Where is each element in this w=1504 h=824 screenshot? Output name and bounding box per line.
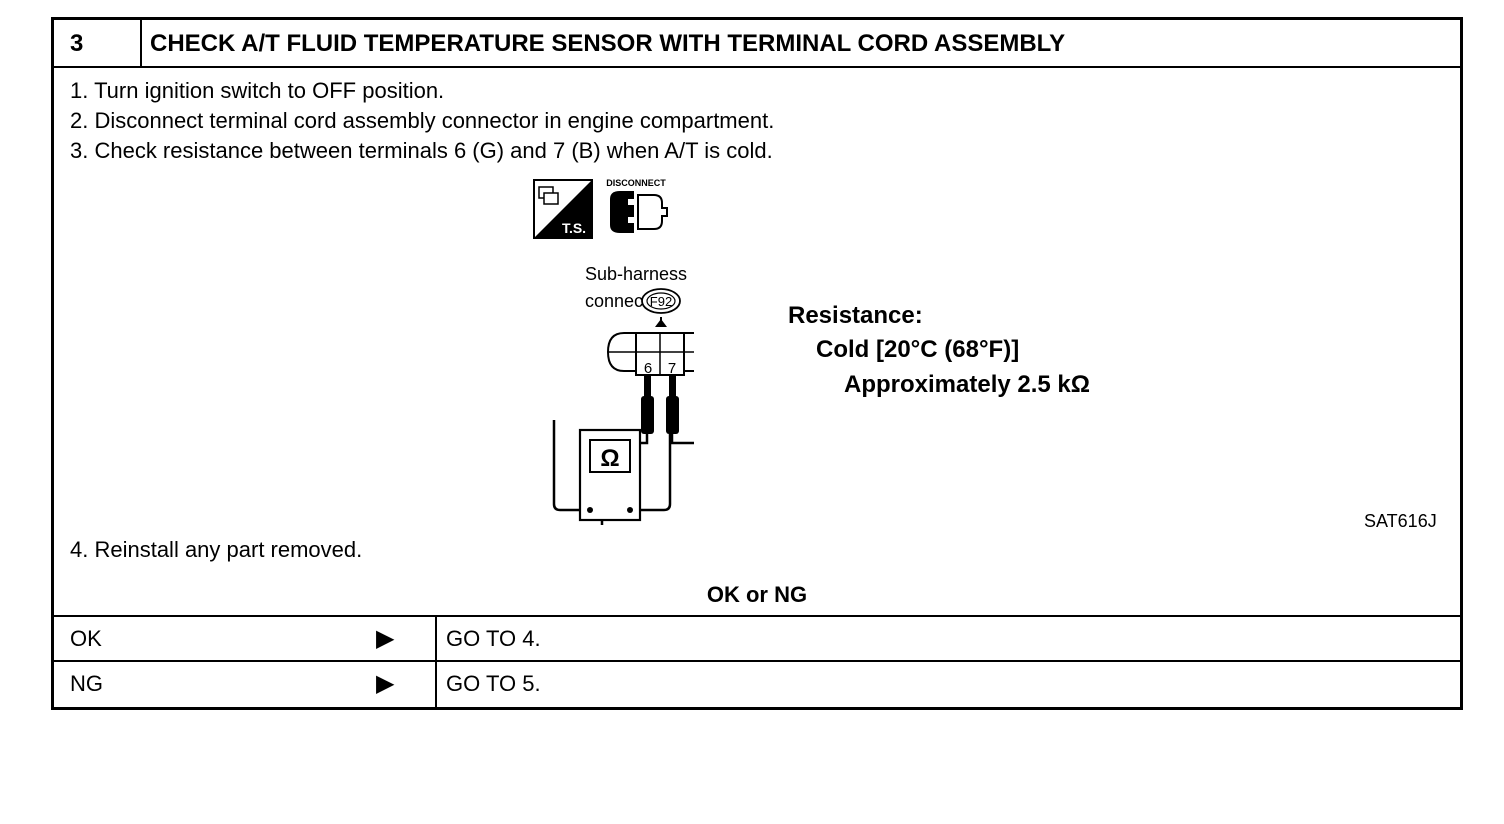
ohmmeter: Ω (552, 420, 672, 522)
resistance-condition: Cold [20°C (68°F)] (816, 336, 1020, 363)
header-divider (140, 20, 142, 66)
ts-icon: T.S. (533, 179, 593, 239)
ng-status: NG (70, 671, 103, 696)
ok-action: GO TO 4. (446, 626, 541, 651)
ok-status: OK (70, 626, 102, 651)
step-4: 4. Reinstall any part removed. (70, 537, 363, 562)
terminal-6: 6 (644, 360, 652, 377)
step-title: CHECK A/T FLUID TEMPERATURE SENSOR WITH … (150, 30, 1066, 57)
terminal-7: 7 (668, 360, 676, 377)
disconnect-icon: DISCONNECT (606, 178, 668, 233)
result-divider (435, 616, 437, 707)
disconnect-label: DISCONNECT (606, 178, 666, 188)
figure-code: SAT616J (1364, 511, 1437, 531)
result-rule-middle (54, 660, 1460, 662)
header-rule (54, 66, 1460, 68)
result-rule-top (54, 615, 1460, 617)
sub-harness-connector: 6 7 (606, 332, 694, 377)
resistance-label: Resistance: (788, 302, 923, 329)
ok-or-ng-question: OK or NG (706, 582, 808, 607)
ohmmeter-diagram: T.S. DISCONNECT Sub-harness connector F9… (533, 178, 694, 525)
step-3: 3. Check resistance between terminals 6 … (70, 138, 773, 163)
ts-label: T.S. (562, 220, 586, 236)
step-number: 3 (70, 30, 84, 57)
step-2: 2. Disconnect terminal cord assembly con… (70, 108, 775, 133)
ok-arrow-icon: ▶ (376, 625, 395, 652)
connector-code: F92 (650, 294, 672, 309)
resistance-value: Approximately 2.5 kΩ (844, 371, 1090, 398)
ng-action: GO TO 5. (446, 671, 541, 696)
procedure-table: 3 CHECK A/T FLUID TEMPERATURE SENSOR WIT… (51, 17, 1463, 710)
ng-arrow-icon: ▶ (376, 670, 395, 697)
ohm-symbol: Ω (600, 445, 619, 472)
connector-label-line1: Sub-harness (585, 264, 687, 284)
step-1: 1. Turn ignition switch to OFF position. (70, 78, 445, 103)
